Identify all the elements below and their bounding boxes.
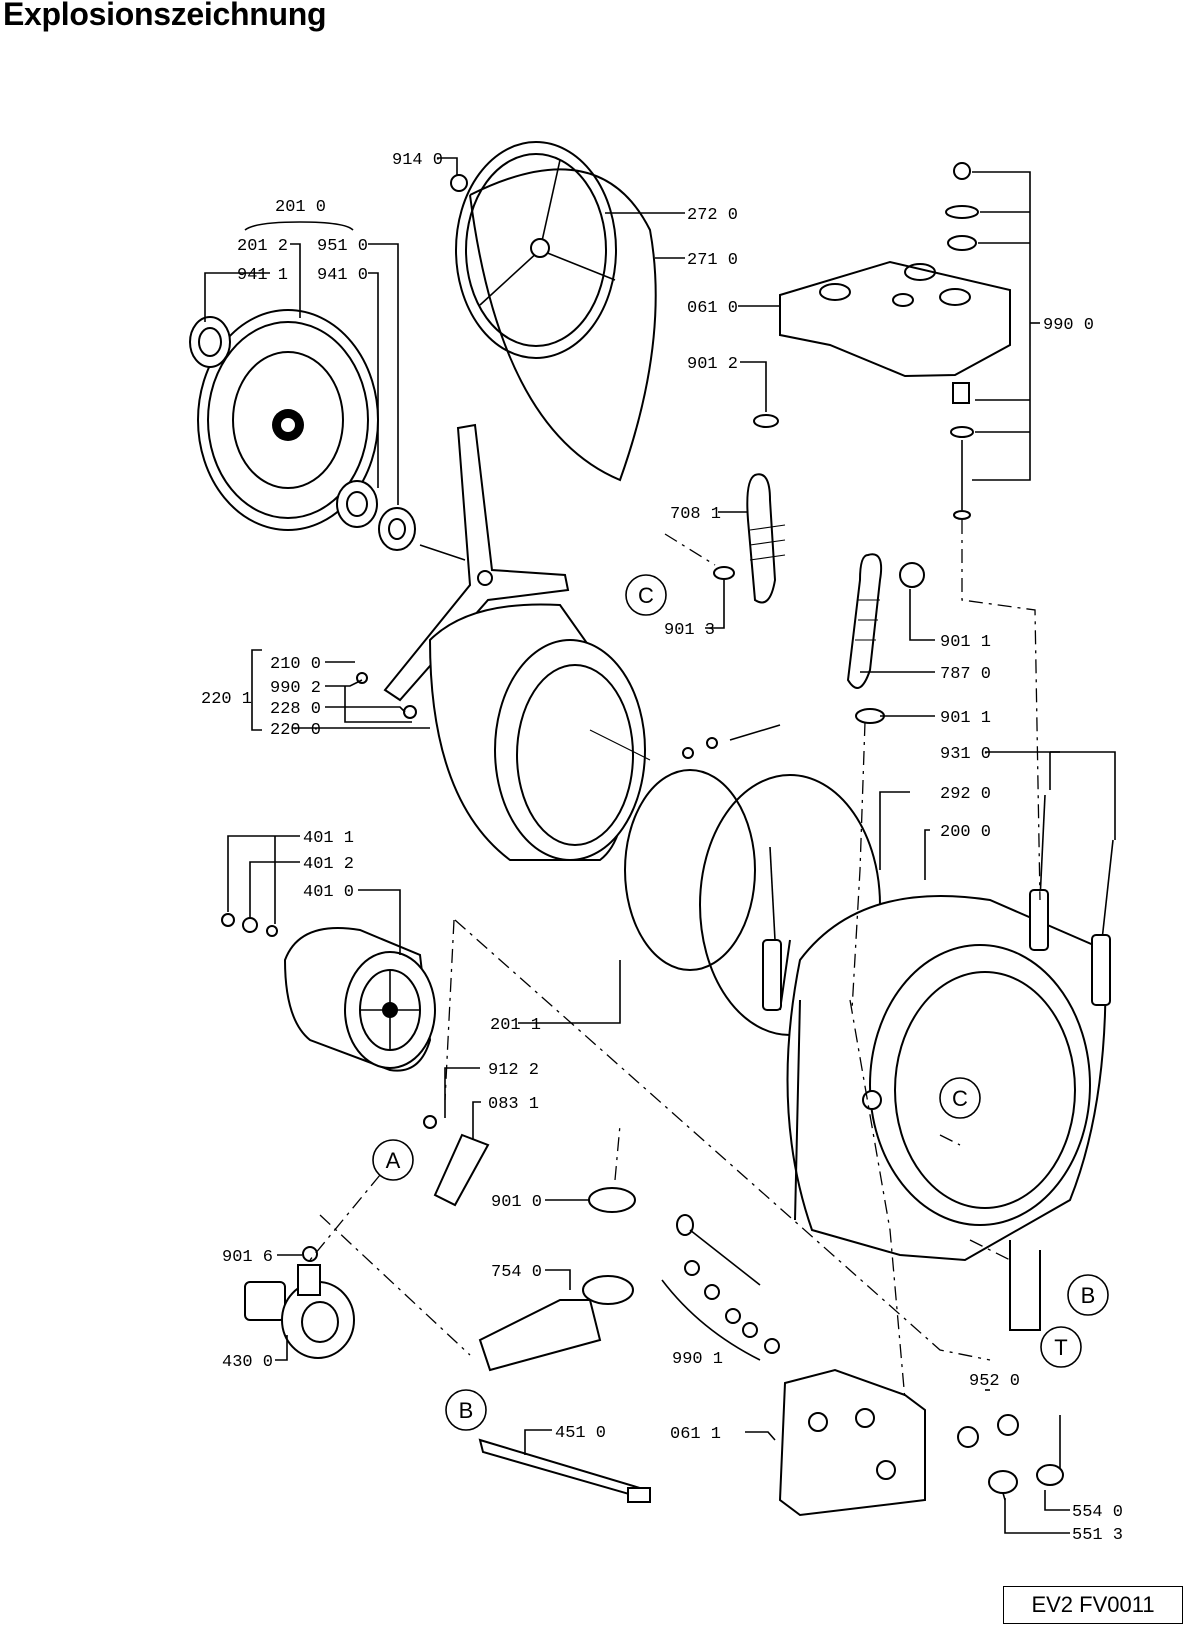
- callout-220-0: 220 0: [270, 721, 321, 740]
- drum-spider-drawing: [383, 423, 570, 702]
- callout-228-0: 228 0: [270, 700, 321, 719]
- callout-401-1: 401 1: [303, 829, 354, 848]
- washer-952-a-drawing: [957, 1426, 979, 1448]
- ring-201-1-drawing: [624, 769, 756, 971]
- counterweight-hardware-drawing: [945, 162, 979, 520]
- marker-c-hose: C: [638, 583, 654, 608]
- callout-931-0: 931 0: [940, 745, 991, 764]
- callout-901-6: 901 6: [222, 1248, 273, 1267]
- callout-901-1-a: 901 1: [940, 633, 991, 652]
- callout-061-1: 061 1: [670, 1425, 721, 1444]
- callout-210-0: 210 0: [270, 655, 321, 674]
- leader-lines: [204, 157, 1116, 1534]
- callout-554-0: 554 0: [1072, 1503, 1123, 1522]
- callout-401-2: 401 2: [303, 855, 354, 874]
- callout-901-1-b: 901 1: [940, 709, 991, 728]
- callout-901-3: 901 3: [664, 621, 715, 640]
- callout-990-1: 990 1: [672, 1350, 723, 1369]
- pump-drawing: [244, 1264, 355, 1359]
- counterweight-top-drawing: [779, 260, 1011, 378]
- callout-200-0: 200 0: [940, 823, 991, 842]
- bolt-912-2-drawing: [423, 1115, 437, 1129]
- tub-drawing: [779, 895, 1107, 1331]
- document-code: EV2 FV0011: [1003, 1586, 1183, 1624]
- callout-990-2: 990 2: [270, 679, 321, 698]
- marker-b-heater: B: [459, 1398, 474, 1423]
- callout-787-0: 787 0: [940, 665, 991, 684]
- washer-952-b-drawing: [997, 1414, 1019, 1436]
- sensor-554-0-drawing: [1036, 1415, 1064, 1486]
- sensor-551-3-drawing: [988, 1470, 1018, 1501]
- drum-drawing: [428, 603, 651, 861]
- callout-271-0: 271 0: [687, 251, 738, 270]
- hose-787-0-drawing: [846, 553, 925, 724]
- heater-drawing: [478, 1438, 651, 1503]
- springs-drawing: [762, 794, 1114, 1011]
- callout-061-0: 061 0: [687, 299, 738, 318]
- callout-451-0: 451 0: [555, 1424, 606, 1443]
- belt-drawing: [469, 168, 657, 482]
- marker-a: A: [386, 1148, 401, 1173]
- callout-951-0: 951 0: [317, 237, 368, 256]
- washer-drawing: [266, 925, 278, 937]
- callout-292-0: 292 0: [940, 785, 991, 804]
- callout-912-2: 912 2: [488, 1061, 539, 1080]
- motor-drawing: [283, 927, 436, 1072]
- nut-914-0-drawing: [450, 174, 468, 192]
- clamp-901-6-drawing: [302, 1246, 318, 1262]
- callout-914-0: 914 0: [392, 151, 443, 170]
- callout-941-1: 941 1: [237, 266, 288, 285]
- seal-951-0-drawing: [378, 507, 416, 551]
- callout-083-1: 083 1: [488, 1095, 539, 1114]
- marker-b-tub: B: [1081, 1283, 1096, 1308]
- callout-901-0: 901 0: [491, 1193, 542, 1212]
- callout-901-2: 901 2: [687, 355, 738, 374]
- clamp-901-2-drawing: [753, 414, 779, 428]
- callout-201-1: 201 1: [490, 1016, 541, 1035]
- callout-272-0: 272 0: [687, 206, 738, 225]
- nut-401-1-drawing: [221, 913, 235, 927]
- bearing-941-1-drawing: [189, 316, 231, 368]
- bearing-941-0-drawing: [336, 480, 378, 528]
- callout-952-0: 952 0: [969, 1372, 1020, 1391]
- callout-941-0: 941 0: [317, 266, 368, 285]
- callout-754-0: 754 0: [491, 1263, 542, 1282]
- callout-401-0: 401 0: [303, 883, 354, 902]
- marker-t: T: [1054, 1335, 1067, 1360]
- bracket-083-1-drawing: [433, 1133, 490, 1207]
- clamp-901-0-drawing: [588, 1187, 636, 1213]
- marker-c-tub: C: [952, 1086, 968, 1111]
- callout-201-2: 201 2: [237, 237, 288, 256]
- callout-220-1: 220 1: [201, 690, 252, 709]
- callout-430-0: 430 0: [222, 1353, 273, 1372]
- bolt-kit-drawing: [661, 1214, 780, 1361]
- page-title: Explosionszeichnung: [3, 0, 327, 32]
- drive-wheel-drawing: [455, 141, 617, 359]
- callout-708-1: 708 1: [670, 505, 721, 524]
- callout-990-0: 990 0: [1043, 316, 1094, 335]
- washer-401-2-drawing: [242, 917, 258, 933]
- hose-708-1-drawing: [713, 473, 786, 604]
- callout-551-3: 551 3: [1072, 1526, 1123, 1545]
- counterweight-bottom-drawing: [778, 1368, 926, 1517]
- callout-201-0: 201 0: [275, 198, 326, 217]
- hose-754-0-drawing: [478, 1275, 634, 1372]
